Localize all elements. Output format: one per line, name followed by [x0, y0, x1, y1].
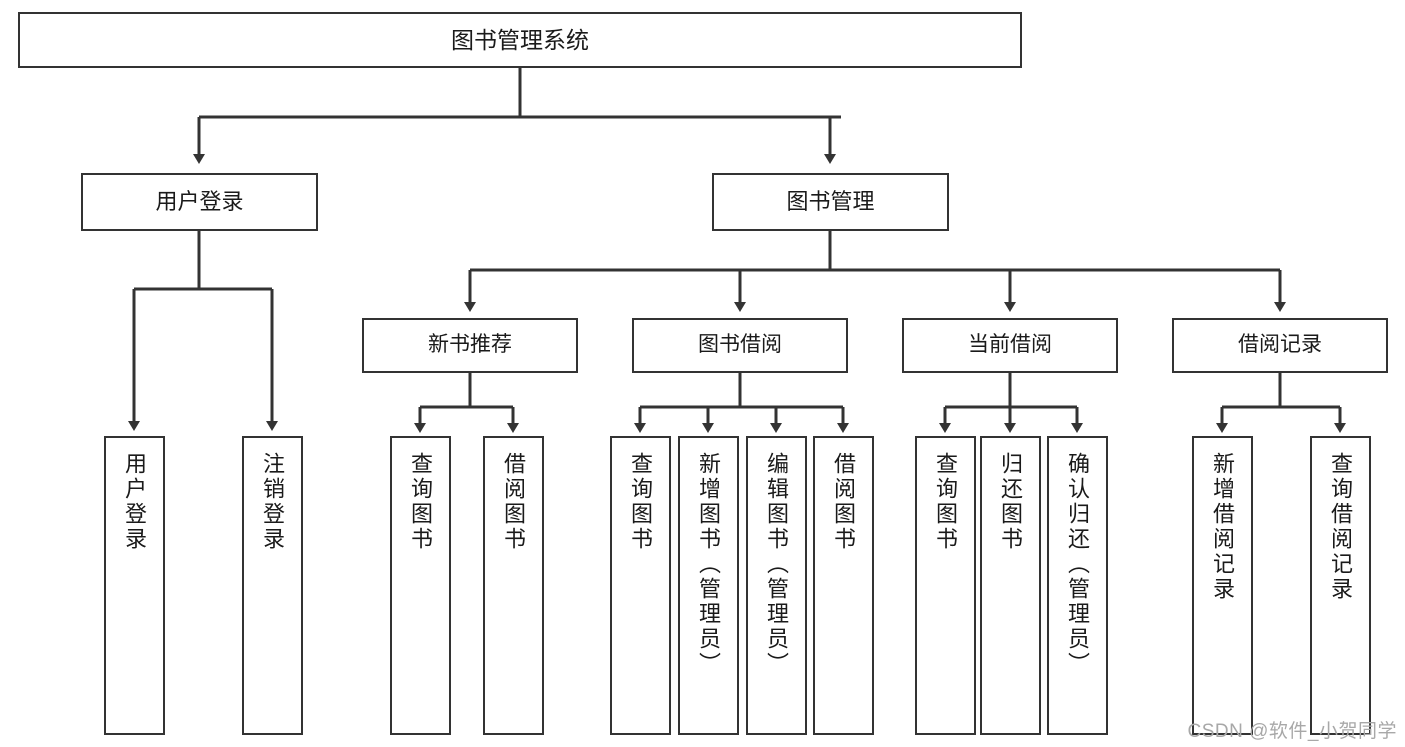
node-label: 查询图书 — [628, 452, 654, 552]
node-book-management[interactable]: 图书管理 — [712, 173, 949, 231]
node-user-login[interactable]: 用户登录 — [81, 173, 318, 231]
node-book-borrow[interactable]: 图书借阅 — [632, 318, 848, 373]
leaf-current-return-book[interactable]: 归还图书 — [980, 436, 1041, 735]
node-label: 用户登录 — [155, 189, 244, 215]
leaf-user-login-login[interactable]: 用户登录 — [104, 436, 165, 735]
node-label: 当前借阅 — [968, 333, 1052, 357]
node-label: 新增图书（管理员） — [696, 452, 722, 677]
leaf-recommend-borrow-book[interactable]: 借阅图书 — [483, 436, 544, 735]
node-label: 借阅图书 — [501, 452, 527, 552]
node-root-book-management-system[interactable]: 图书管理系统 — [18, 12, 1022, 68]
leaf-borrow-query-book[interactable]: 查询图书 — [610, 436, 671, 735]
node-borrow-record[interactable]: 借阅记录 — [1172, 318, 1388, 373]
leaf-user-login-logout[interactable]: 注销登录 — [242, 436, 303, 735]
node-label: 查询图书 — [408, 452, 434, 552]
leaf-borrow-edit-book-admin[interactable]: 编辑图书（管理员） — [746, 436, 807, 735]
node-label: 查询借阅记录 — [1328, 452, 1354, 602]
node-label: 编辑图书（管理员） — [764, 452, 790, 677]
node-label: 新增借阅记录 — [1210, 452, 1236, 602]
node-label: 图书管理 — [786, 189, 875, 215]
leaf-recommend-query-book[interactable]: 查询图书 — [390, 436, 451, 735]
node-label: 图书管理系统 — [451, 26, 589, 53]
node-label: 借阅记录 — [1238, 333, 1322, 357]
node-label: 图书借阅 — [698, 333, 782, 357]
node-current-borrow[interactable]: 当前借阅 — [902, 318, 1118, 373]
node-label: 查询图书 — [933, 452, 959, 552]
csdn-watermark: CSDN @软件_小贺同学 — [1187, 721, 1397, 742]
node-label: 归还图书 — [998, 452, 1024, 552]
leaf-record-query-record[interactable]: 查询借阅记录 — [1310, 436, 1371, 735]
leaf-record-add-record[interactable]: 新增借阅记录 — [1192, 436, 1253, 735]
leaf-borrow-borrow-book[interactable]: 借阅图书 — [813, 436, 874, 735]
leaf-borrow-add-book-admin[interactable]: 新增图书（管理员） — [678, 436, 739, 735]
leaf-current-query-book[interactable]: 查询图书 — [915, 436, 976, 735]
node-label: 注销登录 — [260, 452, 286, 552]
node-label: 新书推荐 — [428, 333, 512, 357]
leaf-current-confirm-return-admin[interactable]: 确认归还（管理员） — [1047, 436, 1108, 735]
node-label: 用户登录 — [122, 452, 148, 552]
node-label: 确认归还（管理员） — [1065, 452, 1091, 677]
node-new-book-recommend[interactable]: 新书推荐 — [362, 318, 578, 373]
node-label: 借阅图书 — [831, 452, 857, 552]
